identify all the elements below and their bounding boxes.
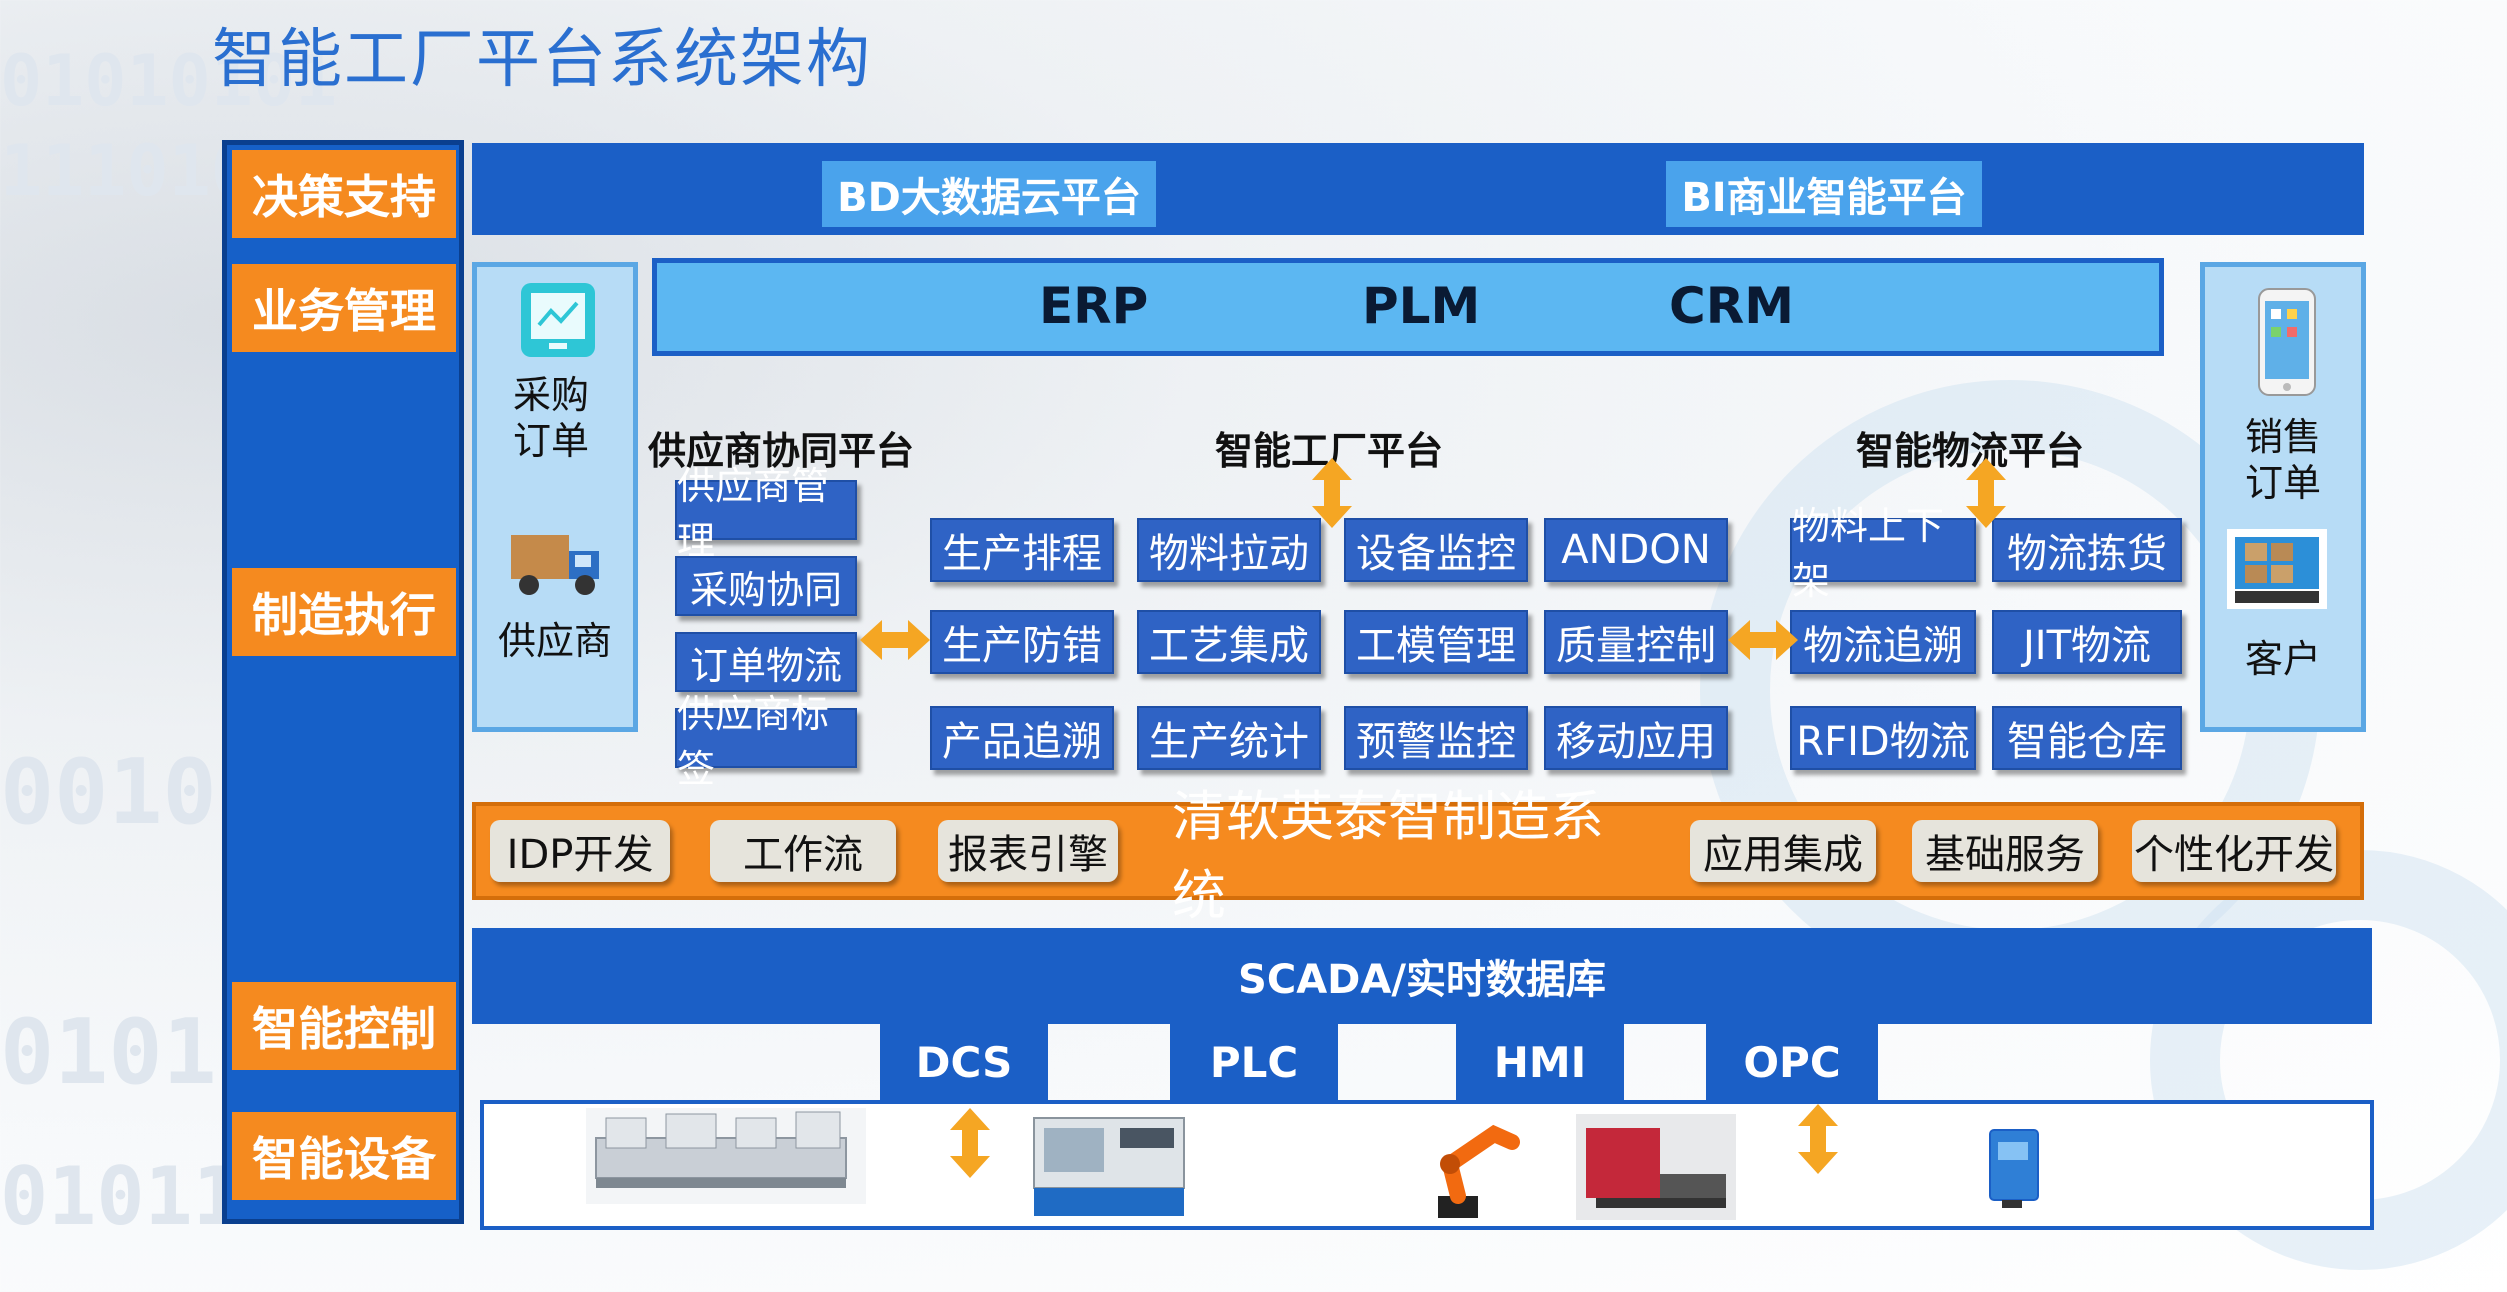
supplier-item: 订单物流 [675,632,857,692]
factory-module: 生产统计 [1137,706,1321,770]
agv-icon [1576,1114,1736,1220]
double-arrow-vertical-icon [1312,458,1352,528]
base-service-pill: 工作流 [710,820,896,882]
bi-platform: BI商业智能平台 [1666,161,1982,227]
interface-opc: OPC [1706,1022,1878,1102]
logistics-module: JIT物流 [1992,610,2182,674]
double-arrow-vertical-icon [1966,458,2006,528]
logistics-module: 物流追溯 [1790,610,1976,674]
double-arrow-horizontal-icon [1728,620,1798,660]
truck-icon [511,535,599,595]
double-arrow-vertical-icon [1798,1104,1838,1174]
cnc-machine-icon [1033,1117,1185,1216]
double-arrow-vertical-icon [950,1108,990,1178]
factory-module: 移动应用 [1544,706,1728,770]
factory-module: 工艺集成 [1137,610,1321,674]
monitor-icon [521,283,595,357]
interface-dcs: DCS [880,1022,1048,1102]
customer-label: 客户 [2244,637,2321,681]
factory-module: 预警监控 [1344,706,1528,770]
background-binary-text: 0010 [0,740,217,845]
logistics-module: 智能仓库 [1992,706,2182,770]
factory-module: 生产排程 [930,518,1114,582]
layer-business: 业务管理 [232,264,456,352]
interface-plc: PLC [1170,1022,1338,1102]
layer-devices: 智能设备 [232,1112,456,1200]
crm-label: CRM [1669,277,1794,335]
supplier-item: 供应商管理 [675,464,857,563]
robot-arm-icon [1438,1124,1520,1218]
background-binary-text: 01011 [0,1150,241,1243]
background-binary-text: 01010101 [0,40,338,122]
interface-hmi: HMI [1456,1022,1624,1102]
factory-module: 工模管理 [1344,610,1528,674]
base-service-pill: 基础服务 [1912,820,2098,882]
page-title: 智能工厂平台系统架构 [212,23,872,97]
supplier-item: 供应商标签 [675,692,857,791]
base-service-pill: IDP开发 [490,820,670,882]
supplier-panel: 采购 订单 供应商 [472,262,638,732]
layer-control: 智能控制 [232,982,456,1070]
base-system-name: 清软英泰智制造系统 [1172,785,1632,927]
logistics-platform-title: 智能物流平台 [1856,429,2085,473]
factory-module: 产品追溯 [930,706,1114,770]
supplier-platform-title: 供应商协同平台 [648,429,915,473]
production-line-icon [586,1108,866,1204]
base-service-pill: 个性化开发 [2132,820,2336,882]
factory-module: 生产防错 [930,610,1114,674]
logistics-module: RFID物流 [1790,706,1976,770]
layer-manufacturing: 制造执行 [232,568,456,656]
factory-module: 质量控制 [1544,610,1728,674]
plm-label: PLM [1362,277,1481,335]
business-systems-bar: ERP PLM CRM [652,258,2164,356]
factory-module: 物料拉动 [1137,518,1321,582]
scada-bar: SCADA/实时数据库 [472,928,2372,1024]
sensor-icon [1989,1129,2039,1208]
factory-module: 设备监控 [1344,518,1528,582]
erp-label: ERP [1039,277,1149,335]
bd-platform: BD大数据云平台 [822,161,1156,227]
supplier-item: 采购协同 [675,556,857,616]
logistics-module: 物流拣货 [1992,518,2182,582]
layer-decision: 决策支持 [232,150,456,238]
background-binary-text: 0101 [0,1000,217,1105]
base-service-pill: 报表引擎 [938,820,1118,882]
double-arrow-horizontal-icon [860,620,930,660]
customer-panel: 销售 订单 客户 [2200,262,2366,732]
purchase-order-label: 采购 订单 [512,373,589,463]
supplier-label: 供应商 [497,619,612,663]
base-service-pill: 应用集成 [1690,820,1876,882]
factory-module: ANDON [1544,518,1728,582]
sales-order-label: 销售 订单 [2244,415,2321,505]
pallet-icon [2227,529,2327,609]
decision-band [472,143,2364,235]
phone-icon [2258,288,2316,396]
logistics-module: 物料上下架 [1790,504,1976,603]
